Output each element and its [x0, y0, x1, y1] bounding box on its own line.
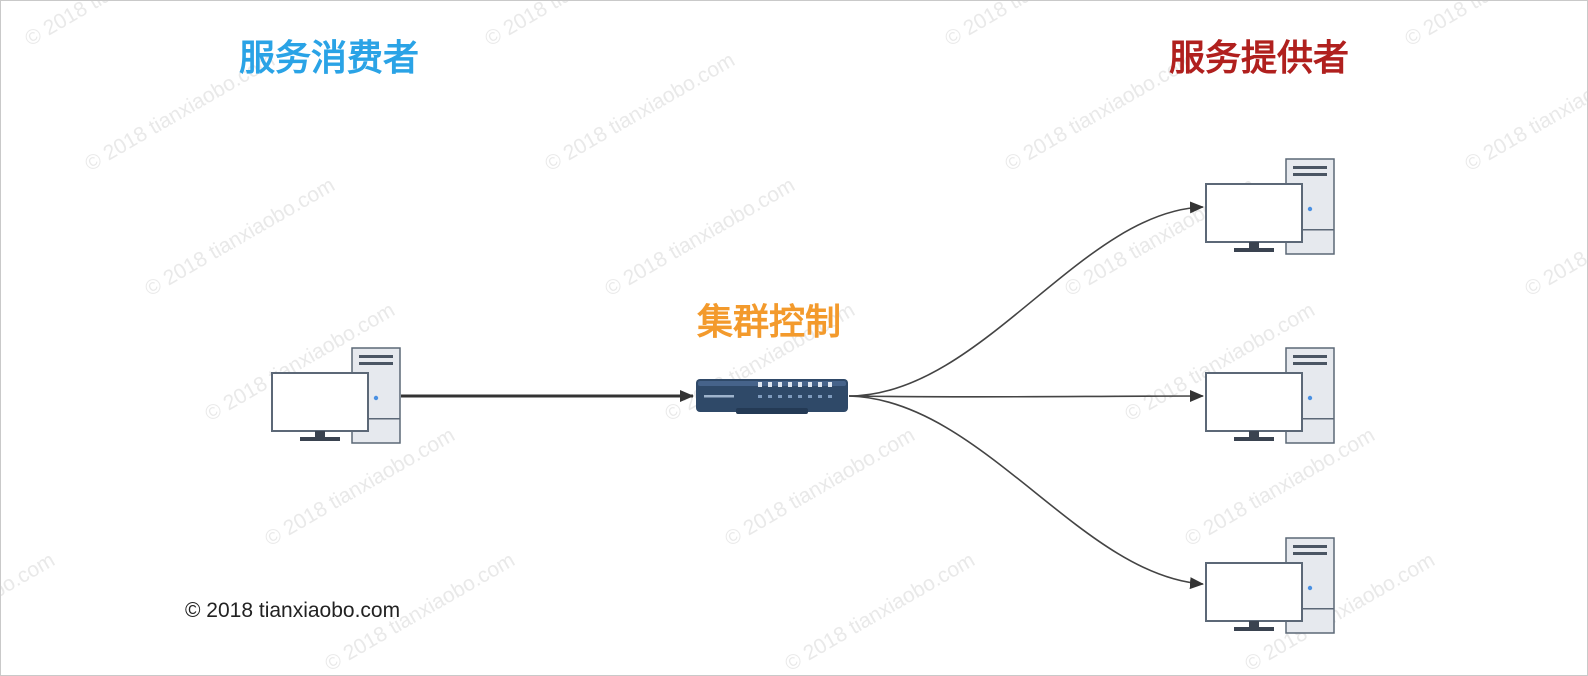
- provider-computer-1-icon: [1205, 158, 1335, 255]
- provider-computer-3-icon: [1205, 537, 1335, 634]
- provider-computer-2-icon: [1205, 347, 1335, 444]
- consumer-computer-icon: [271, 347, 401, 444]
- cluster-control-label: 集群控制: [697, 302, 842, 343]
- cluster-to-provider-2-arrow: [848, 390, 1204, 403]
- cluster-to-provider-3-arrow: [848, 395, 1204, 590]
- cluster-to-provider-1-arrow: [848, 201, 1204, 397]
- copyright-text: © 2018 tianxiaobo.com: [185, 599, 401, 622]
- network-switch-icon: [696, 379, 848, 414]
- provider-label: 服务提供者: [1169, 38, 1350, 79]
- consumer-label: 服务消费者: [239, 38, 420, 79]
